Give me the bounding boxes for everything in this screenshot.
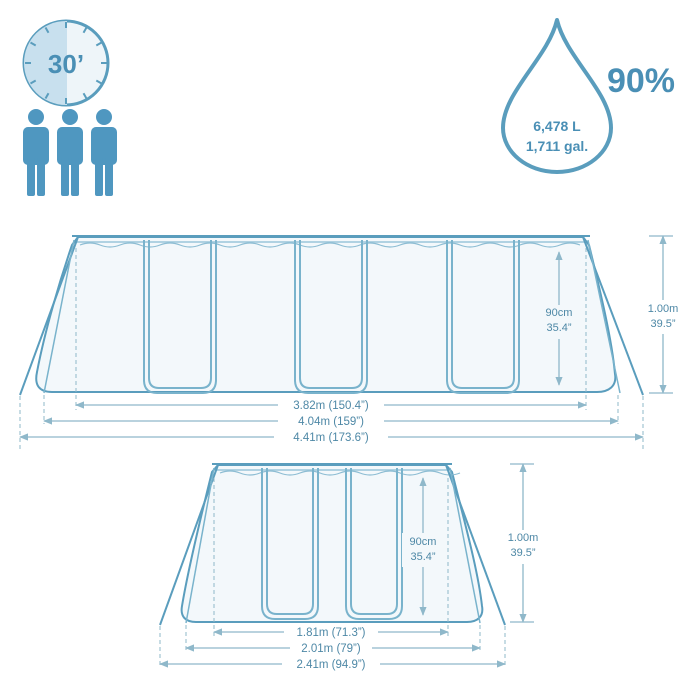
- fill-percent: 90%: [607, 62, 675, 100]
- side-water-depth-in: 35.4”: [546, 322, 571, 334]
- end-width-frame: 2.01m (79”): [301, 643, 361, 655]
- side-total-height-m: 1.00m: [648, 303, 679, 315]
- person-icon: [91, 109, 117, 196]
- people-group: [23, 109, 117, 196]
- end-width-inner: 1.81m (71.3”): [296, 627, 365, 639]
- end-water-depth-in: 35.4”: [410, 551, 435, 563]
- water-drop-icon: 6,478 L 1,711 gal.: [501, 18, 613, 174]
- side-width-outer: 4.41m (173.6”): [293, 432, 369, 444]
- end-total-height-m: 1.00m: [508, 532, 539, 544]
- pool-side-view: 90cm 35.4” 1.00m 39.5” 3.82m (150.4”) 4.…: [19, 235, 684, 452]
- person-icon: [57, 109, 83, 196]
- side-water-depth-cm: 90cm: [546, 307, 573, 319]
- side-width-frame: 4.04m (159”): [298, 416, 364, 428]
- end-total-height-in: 39.5”: [510, 547, 535, 559]
- person-icon: [23, 109, 49, 196]
- side-total-height-in: 39.5”: [650, 318, 675, 330]
- side-width-inner: 3.82m (150.4”): [293, 400, 369, 412]
- capacity-gallons: 1,711 gal.: [526, 138, 588, 154]
- setup-time-label: 30’: [48, 49, 84, 79]
- clock-icon: 30’: [22, 19, 110, 107]
- end-width-outer: 2.41m (94.9”): [296, 659, 365, 671]
- end-water-depth-cm: 90cm: [410, 536, 437, 548]
- capacity-liters: 6,478 L: [533, 118, 581, 134]
- pool-end-view: 90cm 35.4” 1.00m 39.5” 1.81m (71.3”) 2.0…: [159, 463, 544, 671]
